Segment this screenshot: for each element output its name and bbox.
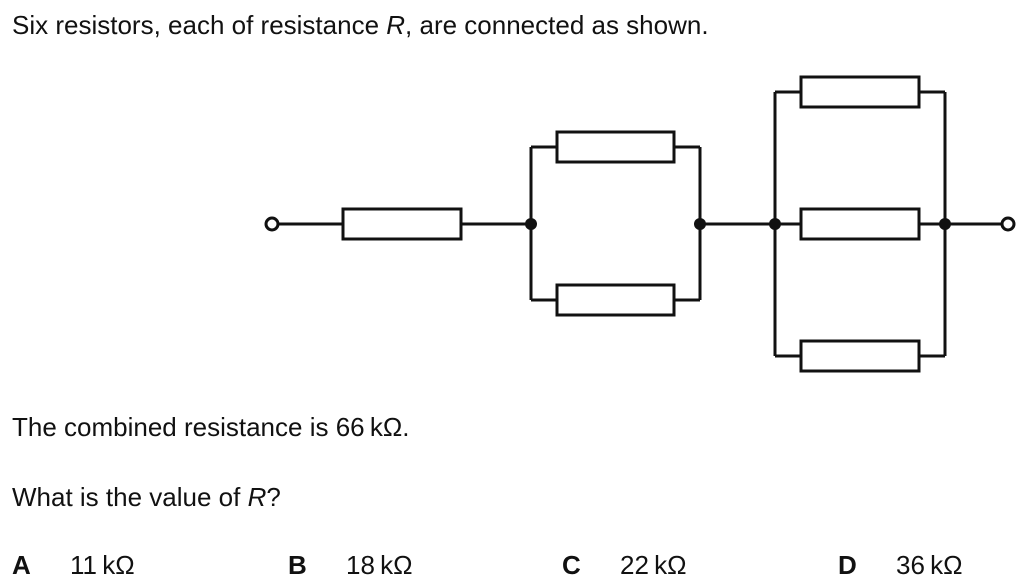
option-a[interactable]: A 11 kΩ xyxy=(12,550,135,580)
junction-dot xyxy=(525,218,537,230)
intro-text-start: Six resistors, each of resistance xyxy=(12,10,387,40)
option-c-value: 22 kΩ xyxy=(620,550,687,580)
prompt-text-end: ? xyxy=(266,482,281,512)
resistor-series xyxy=(341,207,463,241)
option-b-value: 18 kΩ xyxy=(346,550,413,580)
prompt-variable-r: R xyxy=(247,482,267,512)
resistor-group2-bottom xyxy=(799,339,921,373)
option-a-letter: A xyxy=(12,550,31,580)
intro-text-end: , are connected as shown. xyxy=(405,10,709,40)
option-a-value: 11 kΩ xyxy=(70,550,135,580)
question-intro: Six resistors, each of resistance R, are… xyxy=(12,10,709,40)
resistor-group1-top xyxy=(555,130,676,164)
combined-resistance-statement: The combined resistance is 66 kΩ. xyxy=(12,412,410,442)
option-d[interactable]: D 36 kΩ xyxy=(838,550,963,580)
option-b-letter: B xyxy=(288,550,307,580)
junction-dot xyxy=(769,218,781,230)
option-d-letter: D xyxy=(838,550,857,580)
question-prompt: What is the value of R? xyxy=(12,482,281,512)
intro-variable-r: R xyxy=(386,10,406,40)
junction-dot xyxy=(939,218,951,230)
terminal-right xyxy=(1000,216,1016,232)
option-b[interactable]: B 18 kΩ xyxy=(288,550,413,580)
circuit-diagram xyxy=(264,75,1016,373)
junction-dot xyxy=(694,218,706,230)
terminal-left xyxy=(264,216,280,232)
option-c-letter: C xyxy=(562,550,581,580)
resistor-group2-top xyxy=(799,75,921,109)
option-c[interactable]: C 22 kΩ xyxy=(562,550,687,580)
resistor-group2-middle xyxy=(799,207,921,241)
resistor-group1-bottom xyxy=(555,283,676,317)
prompt-text-start: What is the value of xyxy=(12,482,248,512)
option-d-value: 36 kΩ xyxy=(896,550,963,580)
